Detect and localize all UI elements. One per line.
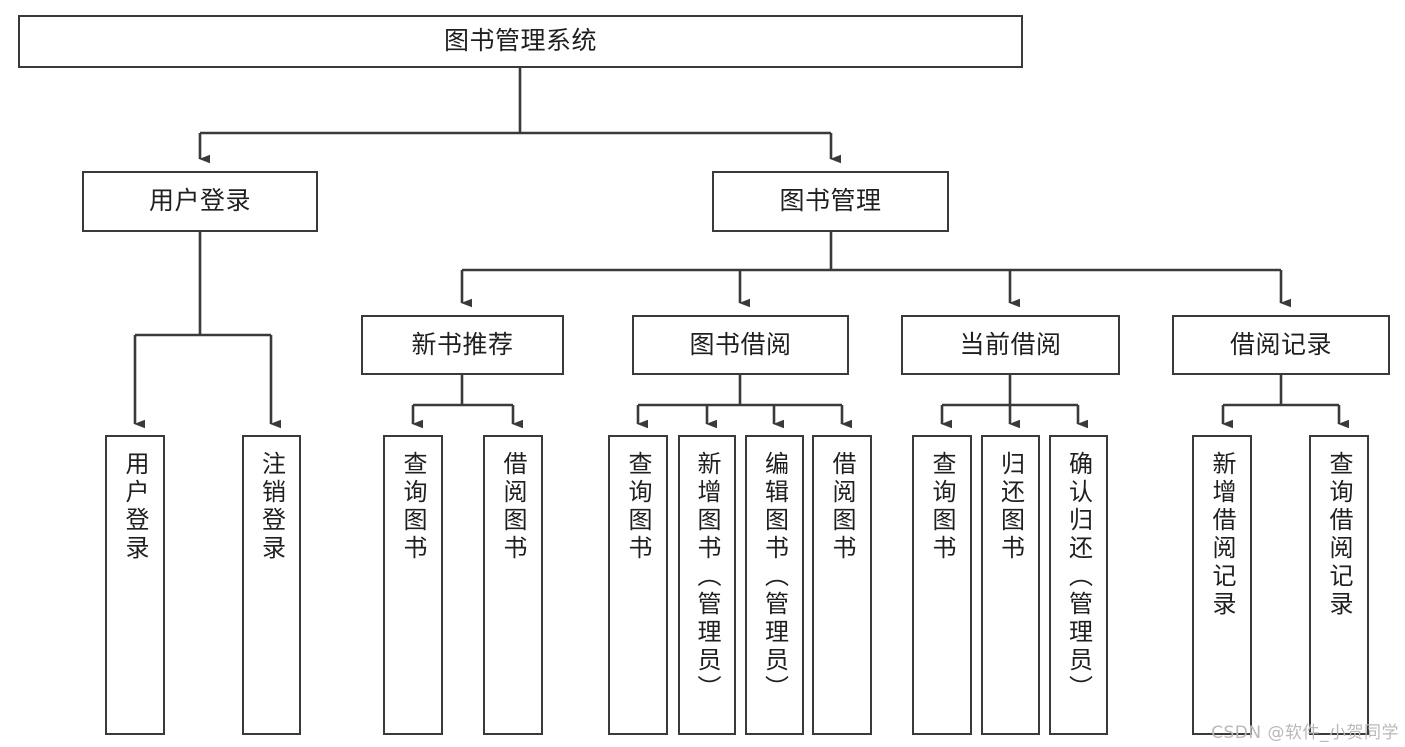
node-user-login[interactable]: 用户登录	[82, 171, 318, 232]
node-current-borrow[interactable]: 当前借阅	[901, 315, 1120, 375]
node-label: 编辑图书（管理员）	[760, 451, 789, 703]
leaf-book-borrow-query[interactable]: 查询图书	[608, 435, 668, 735]
node-label: 新书推荐	[411, 329, 514, 359]
node-label: 图书管理	[779, 186, 882, 216]
node-label: 查询图书	[399, 451, 427, 563]
node-label: 用户登录	[121, 451, 149, 563]
leaf-user-login-logout[interactable]: 注销登录	[242, 435, 301, 735]
node-label: 借阅图书	[499, 451, 527, 563]
csdn-watermark: CSDN @软件_小贺同学	[1211, 723, 1399, 743]
leaf-current-borrow-confirm-return[interactable]: 确认归还（管理员）	[1049, 435, 1108, 735]
leaf-borrow-record-add[interactable]: 新增借阅记录	[1192, 435, 1252, 735]
node-label: 确认归还（管理员）	[1064, 451, 1093, 703]
leaf-new-book-borrow[interactable]: 借阅图书	[483, 435, 543, 735]
node-book-borrow[interactable]: 图书借阅	[632, 315, 849, 375]
node-label: 查询借阅记录	[1325, 451, 1353, 619]
node-label: 图书管理系统	[443, 26, 597, 56]
leaf-book-borrow-add[interactable]: 新增图书（管理员）	[678, 435, 736, 735]
node-label: 归还图书	[996, 451, 1025, 563]
node-label: 当前借阅	[959, 329, 1062, 359]
node-label: 查询图书	[624, 451, 652, 563]
leaf-book-borrow-borrow[interactable]: 借阅图书	[812, 435, 872, 735]
leaf-current-borrow-return[interactable]: 归还图书	[981, 435, 1040, 735]
node-new-book-recommend[interactable]: 新书推荐	[361, 315, 564, 375]
node-label: 查询图书	[928, 451, 956, 563]
node-book-management[interactable]: 图书管理	[712, 171, 949, 232]
node-label: 图书借阅	[689, 329, 792, 359]
node-borrow-record[interactable]: 借阅记录	[1172, 315, 1390, 375]
leaf-new-book-query[interactable]: 查询图书	[383, 435, 443, 735]
node-label: 借阅图书	[828, 451, 856, 563]
node-label: 注销登录	[257, 451, 286, 563]
leaf-current-borrow-query[interactable]: 查询图书	[912, 435, 972, 735]
leaf-borrow-record-query[interactable]: 查询借阅记录	[1309, 435, 1369, 735]
node-label: 用户登录	[148, 186, 251, 216]
leaf-book-borrow-edit[interactable]: 编辑图书（管理员）	[745, 435, 804, 735]
node-label: 新增图书（管理员）	[693, 451, 721, 703]
node-label: 借阅记录	[1229, 329, 1332, 359]
node-label: 新增借阅记录	[1208, 451, 1236, 619]
node-root-library-system[interactable]: 图书管理系统	[18, 15, 1023, 68]
leaf-user-login-login[interactable]: 用户登录	[105, 435, 165, 735]
